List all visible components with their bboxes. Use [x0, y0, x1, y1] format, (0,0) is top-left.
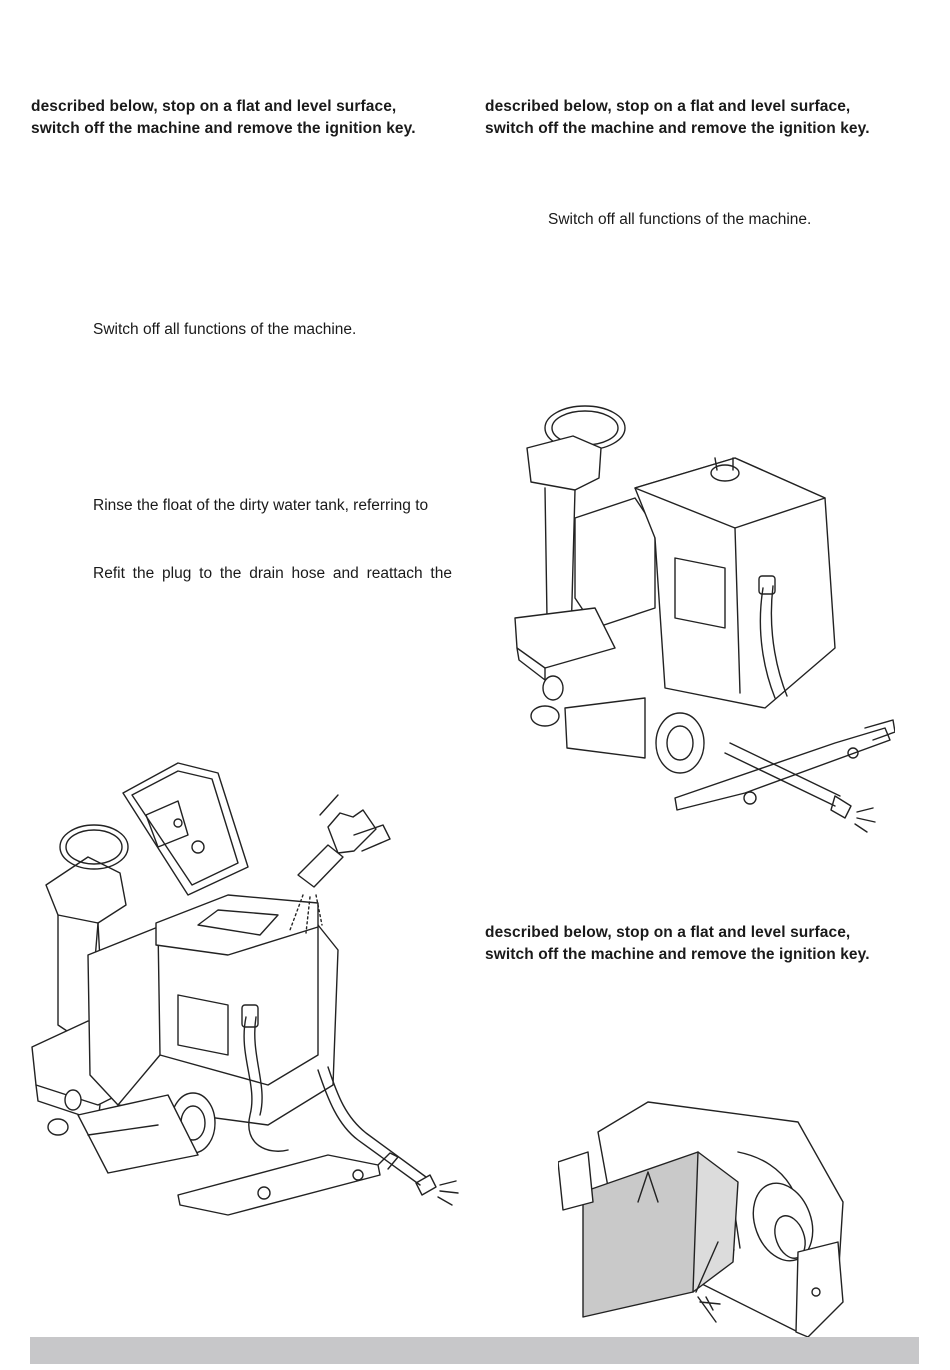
right-warning2-line-2: switch off the machine and remove the ig… — [485, 946, 870, 963]
brush-deck-illustration — [558, 1092, 858, 1342]
left-step-rinse-float: Rinse the float of the dirty water tank,… — [93, 497, 429, 514]
right-step-switch-off: Switch off all functions of the machine. — [548, 211, 812, 228]
left-warning-line-2: switch off the machine and remove the ig… — [31, 120, 416, 137]
right-warning-line-2: switch off the machine and remove the ig… — [485, 120, 870, 137]
left-step-refit-plug: Refit the plug to the drain hose and rea… — [93, 565, 452, 582]
left-step-switch-off: Switch off all functions of the machine. — [93, 321, 357, 338]
footer-bar — [30, 1337, 919, 1364]
left-warning-line-1: described below, stop on a flat and leve… — [31, 98, 397, 115]
right-warning2-line-1: described below, stop on a flat and leve… — [485, 924, 851, 941]
right-warning-line-1: described below, stop on a flat and leve… — [485, 98, 851, 115]
tank-rinse-illustration — [28, 755, 478, 1225]
drain-hose-illustration — [505, 398, 895, 838]
